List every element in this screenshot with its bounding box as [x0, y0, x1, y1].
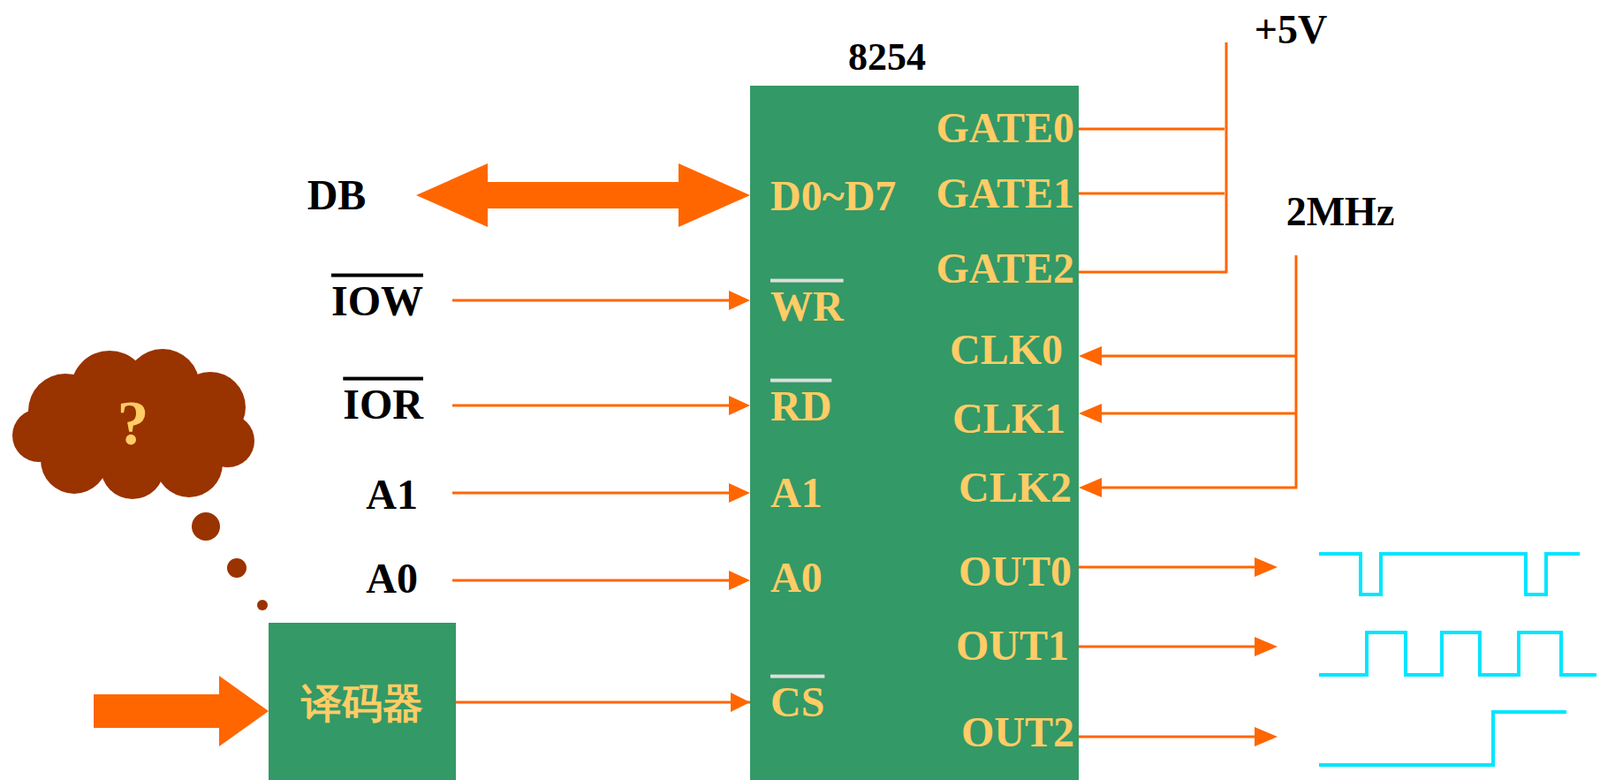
- pin-name: CLK0: [949, 326, 1063, 374]
- signal-name: 2MHz: [1286, 189, 1396, 236]
- data-bus-arrow: [416, 163, 751, 228]
- signal-name: +5V: [1254, 7, 1328, 54]
- select-line: [455, 701, 751, 705]
- chip-name: 8254: [750, 34, 1024, 80]
- pin-name: A1: [770, 470, 823, 517]
- pin-name: OUT0: [958, 548, 1072, 596]
- signal-name: A0: [365, 555, 418, 603]
- pin-name: OUT1: [955, 622, 1070, 670]
- question-mark: ?: [10, 347, 256, 501]
- pin-name: CLK1: [952, 395, 1066, 443]
- pin-name: GATE1: [936, 170, 1075, 218]
- pin-name: CLK2: [958, 464, 1072, 512]
- signal-name: A1: [365, 471, 418, 519]
- out1-waveform: [1319, 632, 1597, 675]
- signal-name: IOR: [342, 381, 424, 429]
- pin-name: GATE0: [936, 105, 1075, 152]
- pin-name: OUT2: [961, 709, 1075, 757]
- pin-name: CS: [770, 679, 825, 727]
- signal-name: DB: [307, 172, 367, 220]
- out0-waveform: [1319, 553, 1580, 595]
- signal-name: IOW: [331, 278, 424, 326]
- waveforms: [1319, 553, 1597, 766]
- out2-waveform: [1319, 712, 1567, 766]
- pin-name: GATE2: [936, 245, 1075, 293]
- pin-name: A0: [770, 554, 823, 602]
- pin-name: RD: [770, 383, 832, 431]
- pin-name: WR: [770, 283, 844, 331]
- input-arrow: [93, 675, 269, 747]
- decoder-label: 译码器: [268, 622, 456, 780]
- decoder-box: 译码器: [268, 622, 456, 780]
- pin-name: D0~D7: [770, 173, 896, 220]
- thought-cloud: ?: [10, 347, 256, 501]
- thought-dots: [191, 512, 268, 611]
